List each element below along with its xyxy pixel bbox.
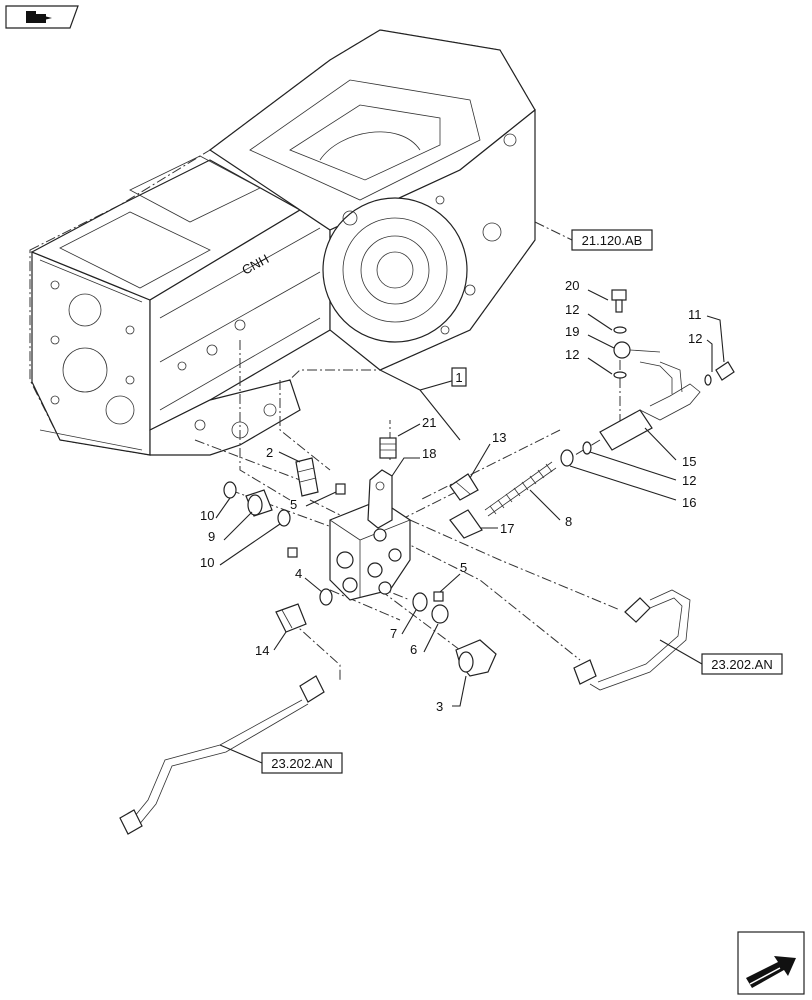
callout-5: 5	[460, 560, 467, 575]
ring-part-10-upper	[223, 481, 237, 499]
piston-part-17	[449, 509, 483, 539]
banjo-part-19	[613, 341, 661, 359]
bolt-part-11	[704, 361, 735, 386]
pipe-left	[119, 675, 325, 835]
ring-part-10-lower	[277, 509, 291, 527]
callout-14: 14	[255, 643, 269, 658]
pipe-part-15	[599, 361, 701, 451]
sleeve-part-9	[245, 489, 273, 517]
ring-part-7	[412, 592, 428, 612]
ref-21-120-ab[interactable]: 21.120.AB	[534, 221, 653, 251]
callout-2: 2	[266, 445, 273, 460]
callout-12: 12	[682, 473, 696, 488]
ref-23-202-an-left[interactable]: 23.202.AN	[219, 744, 343, 774]
callout-8: 8	[565, 514, 572, 529]
washer-12-lower	[613, 371, 627, 379]
callout-16: 16	[682, 495, 696, 510]
callout-9: 9	[208, 529, 215, 544]
callout-19: 19	[565, 324, 579, 339]
callout-13: 13	[492, 430, 506, 445]
callout-10: 10	[200, 508, 214, 523]
callout-12: 12	[565, 302, 579, 317]
callout-7: 7	[390, 626, 397, 641]
elbow-part-3	[455, 639, 497, 677]
fitting-part-14	[275, 603, 307, 633]
fitting-part-13	[449, 473, 479, 501]
svg-text:23.202.AN: 23.202.AN	[711, 657, 772, 672]
plug-part-5-left	[287, 547, 298, 558]
callout-6: 6	[410, 642, 417, 657]
callout-18: 18	[422, 446, 436, 461]
callout-3: 3	[436, 699, 443, 714]
svg-text:23.202.AN: 23.202.AN	[271, 756, 332, 771]
callout-5: 5	[290, 497, 297, 512]
callout-4: 4	[295, 566, 302, 581]
pipe-right	[573, 589, 691, 691]
callout-12: 12	[565, 347, 579, 362]
svg-text:1: 1	[455, 370, 462, 385]
callout-21: 21	[422, 415, 436, 430]
transmission-housing: CNH	[29, 29, 536, 456]
oring-part-4	[319, 588, 333, 606]
callout-11: 11	[688, 307, 702, 322]
spring-part-8	[484, 461, 557, 517]
book-icon[interactable]	[5, 5, 79, 29]
callout-17: 17	[500, 521, 514, 536]
callout-12: 12	[688, 331, 702, 346]
bracket-part-18	[367, 469, 393, 529]
ring-part-16	[560, 449, 574, 467]
washer-part-12	[582, 441, 592, 455]
svg-text:21.120.AB: 21.120.AB	[582, 233, 643, 248]
washer-12-upper	[613, 326, 627, 334]
fitting-part-2	[295, 457, 319, 497]
callouts: 20 12 19 12 11 12 15 12 16 21 18 13	[200, 278, 725, 714]
fitting-part-21	[379, 437, 397, 459]
callout-20: 20	[565, 278, 579, 293]
plug-part-5-right	[433, 591, 444, 602]
plug-part-6	[431, 604, 449, 624]
ref-23-202-an-right[interactable]: 23.202.AN	[659, 639, 783, 675]
bolt-part-20	[611, 289, 627, 313]
return-arrow-icon[interactable]	[737, 931, 805, 995]
ref-1[interactable]: 1	[379, 367, 467, 441]
callout-10: 10	[200, 555, 214, 570]
callout-15: 15	[682, 454, 696, 469]
plug-part-5-upper	[335, 483, 346, 495]
